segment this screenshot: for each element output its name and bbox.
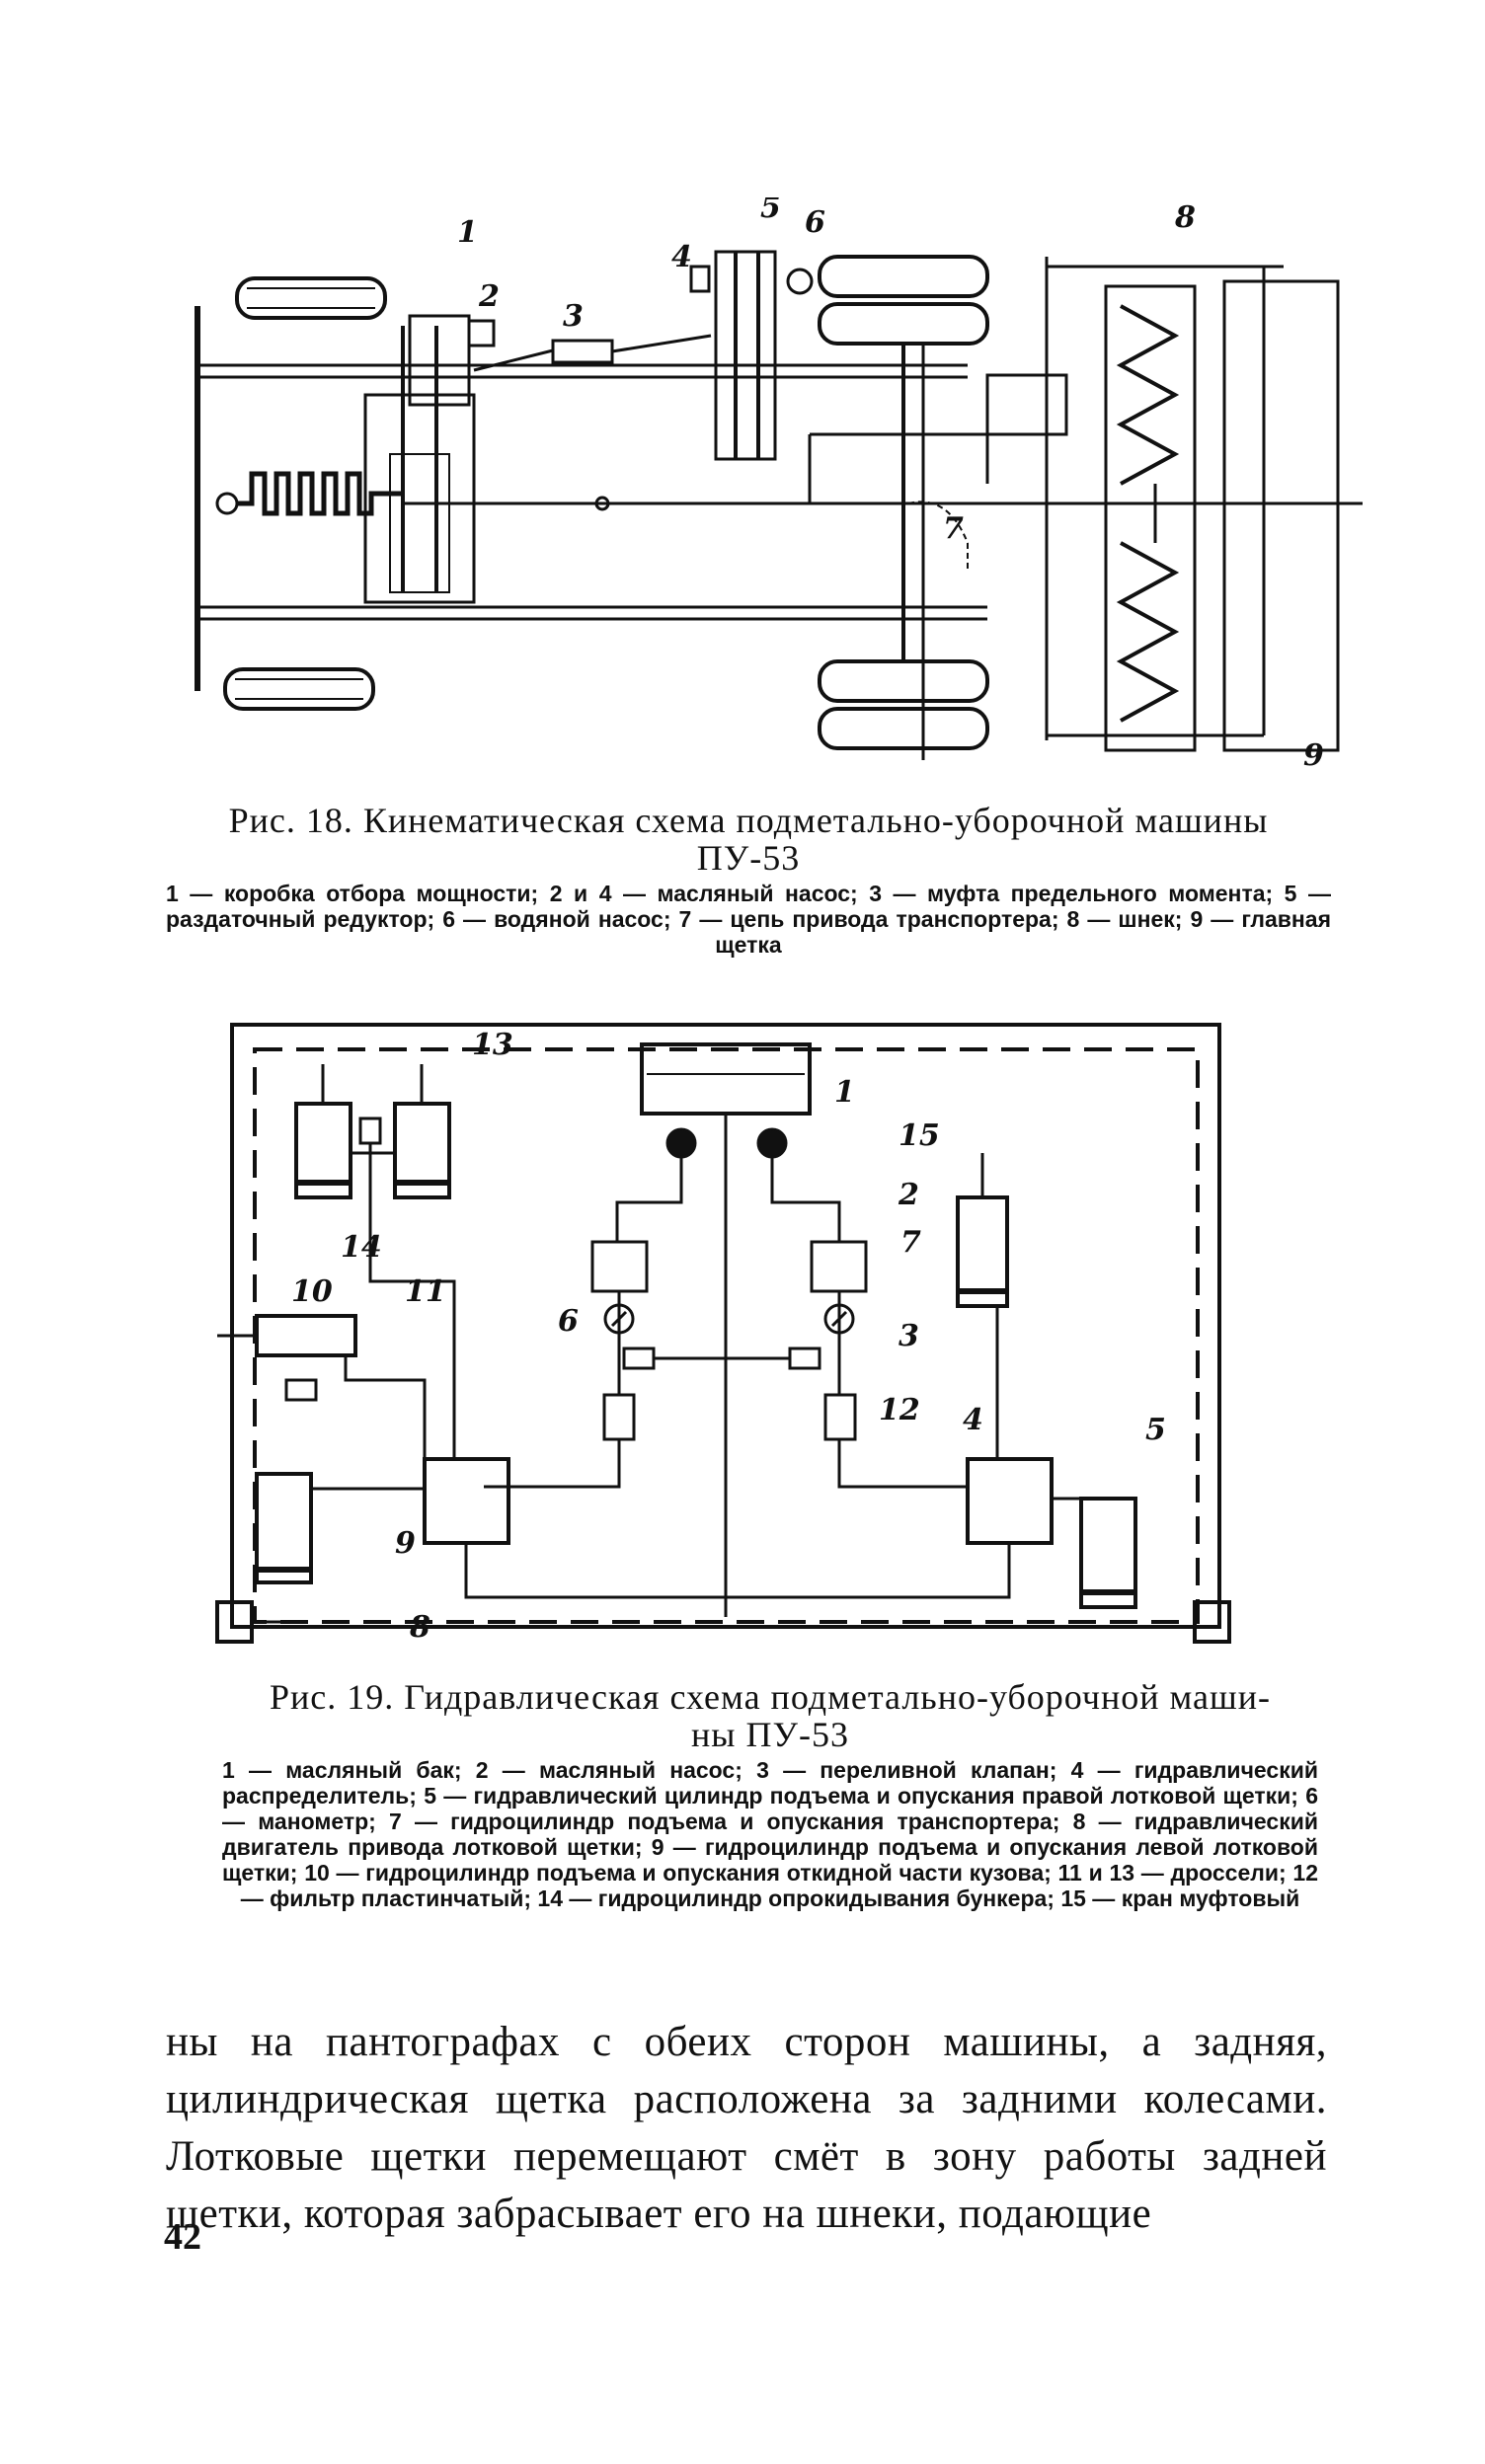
figure-18-title-line2: ПУ-53 xyxy=(696,838,801,878)
page-number: 42 xyxy=(164,2216,201,2258)
figure-19-hydraulic-diagram: 1 2 3 4 5 6 7 8 9 10 11 12 13 14 15 xyxy=(197,1005,1264,1656)
figure-18-title-line1: Рис. 18. Кинематическая схема подметальн… xyxy=(228,801,1269,840)
fig18-label-5: 5 xyxy=(760,197,781,225)
figure-19-caption: Рис. 19. Гидравлическая схема подметальн… xyxy=(222,1678,1318,1911)
body-paragraph: ны на пантографах с обеих сторон машины,… xyxy=(166,2019,1327,2237)
fig19-label-11: 11 xyxy=(405,1274,446,1309)
fig19-label-1: 1 xyxy=(834,1075,855,1110)
fig18-label-6: 6 xyxy=(805,205,825,240)
fig18-label-8: 8 xyxy=(1174,200,1196,235)
figure-18-caption: Рис. 18. Кинематическая схема подметальн… xyxy=(166,802,1331,958)
fig19-label-8: 8 xyxy=(409,1610,430,1645)
fig18-label-3: 3 xyxy=(563,299,584,334)
figure-18-kinematic-diagram: 1 2 3 4 5 6 7 8 9 xyxy=(178,197,1372,770)
fig18-label-2: 2 xyxy=(478,279,500,314)
fig19-label-6: 6 xyxy=(558,1304,579,1339)
figure-19-legend: 1 — масляный бак; 2 — масляный насос; 3 … xyxy=(222,1757,1318,1911)
fig19-label-4: 4 xyxy=(963,1403,983,1437)
figure-19-title-line1: Рис. 19. Гидравлическая схема подметальн… xyxy=(269,1677,1271,1717)
fig19-label-3: 3 xyxy=(899,1319,919,1353)
fig18-label-7: 7 xyxy=(943,511,964,546)
fig19-label-13: 13 xyxy=(472,1028,513,1062)
fig18-label-4: 4 xyxy=(671,240,692,274)
fig19-label-14: 14 xyxy=(341,1230,382,1265)
fig19-label-12: 12 xyxy=(879,1393,920,1427)
fig19-label-5: 5 xyxy=(1145,1413,1166,1447)
fig19-label-7: 7 xyxy=(900,1225,921,1260)
figure-19-title-line2: ны ПУ-53 xyxy=(691,1715,849,1754)
figure-18-legend: 1 — коробка отбора мощности; 2 и 4 — мас… xyxy=(166,881,1331,958)
fig18-label-9: 9 xyxy=(1303,738,1324,770)
fig19-label-15: 15 xyxy=(899,1118,940,1153)
fig19-label-10: 10 xyxy=(291,1274,333,1309)
fig19-label-9: 9 xyxy=(395,1526,416,1561)
fig19-label-2: 2 xyxy=(898,1178,919,1212)
fig18-label-1: 1 xyxy=(457,215,478,250)
